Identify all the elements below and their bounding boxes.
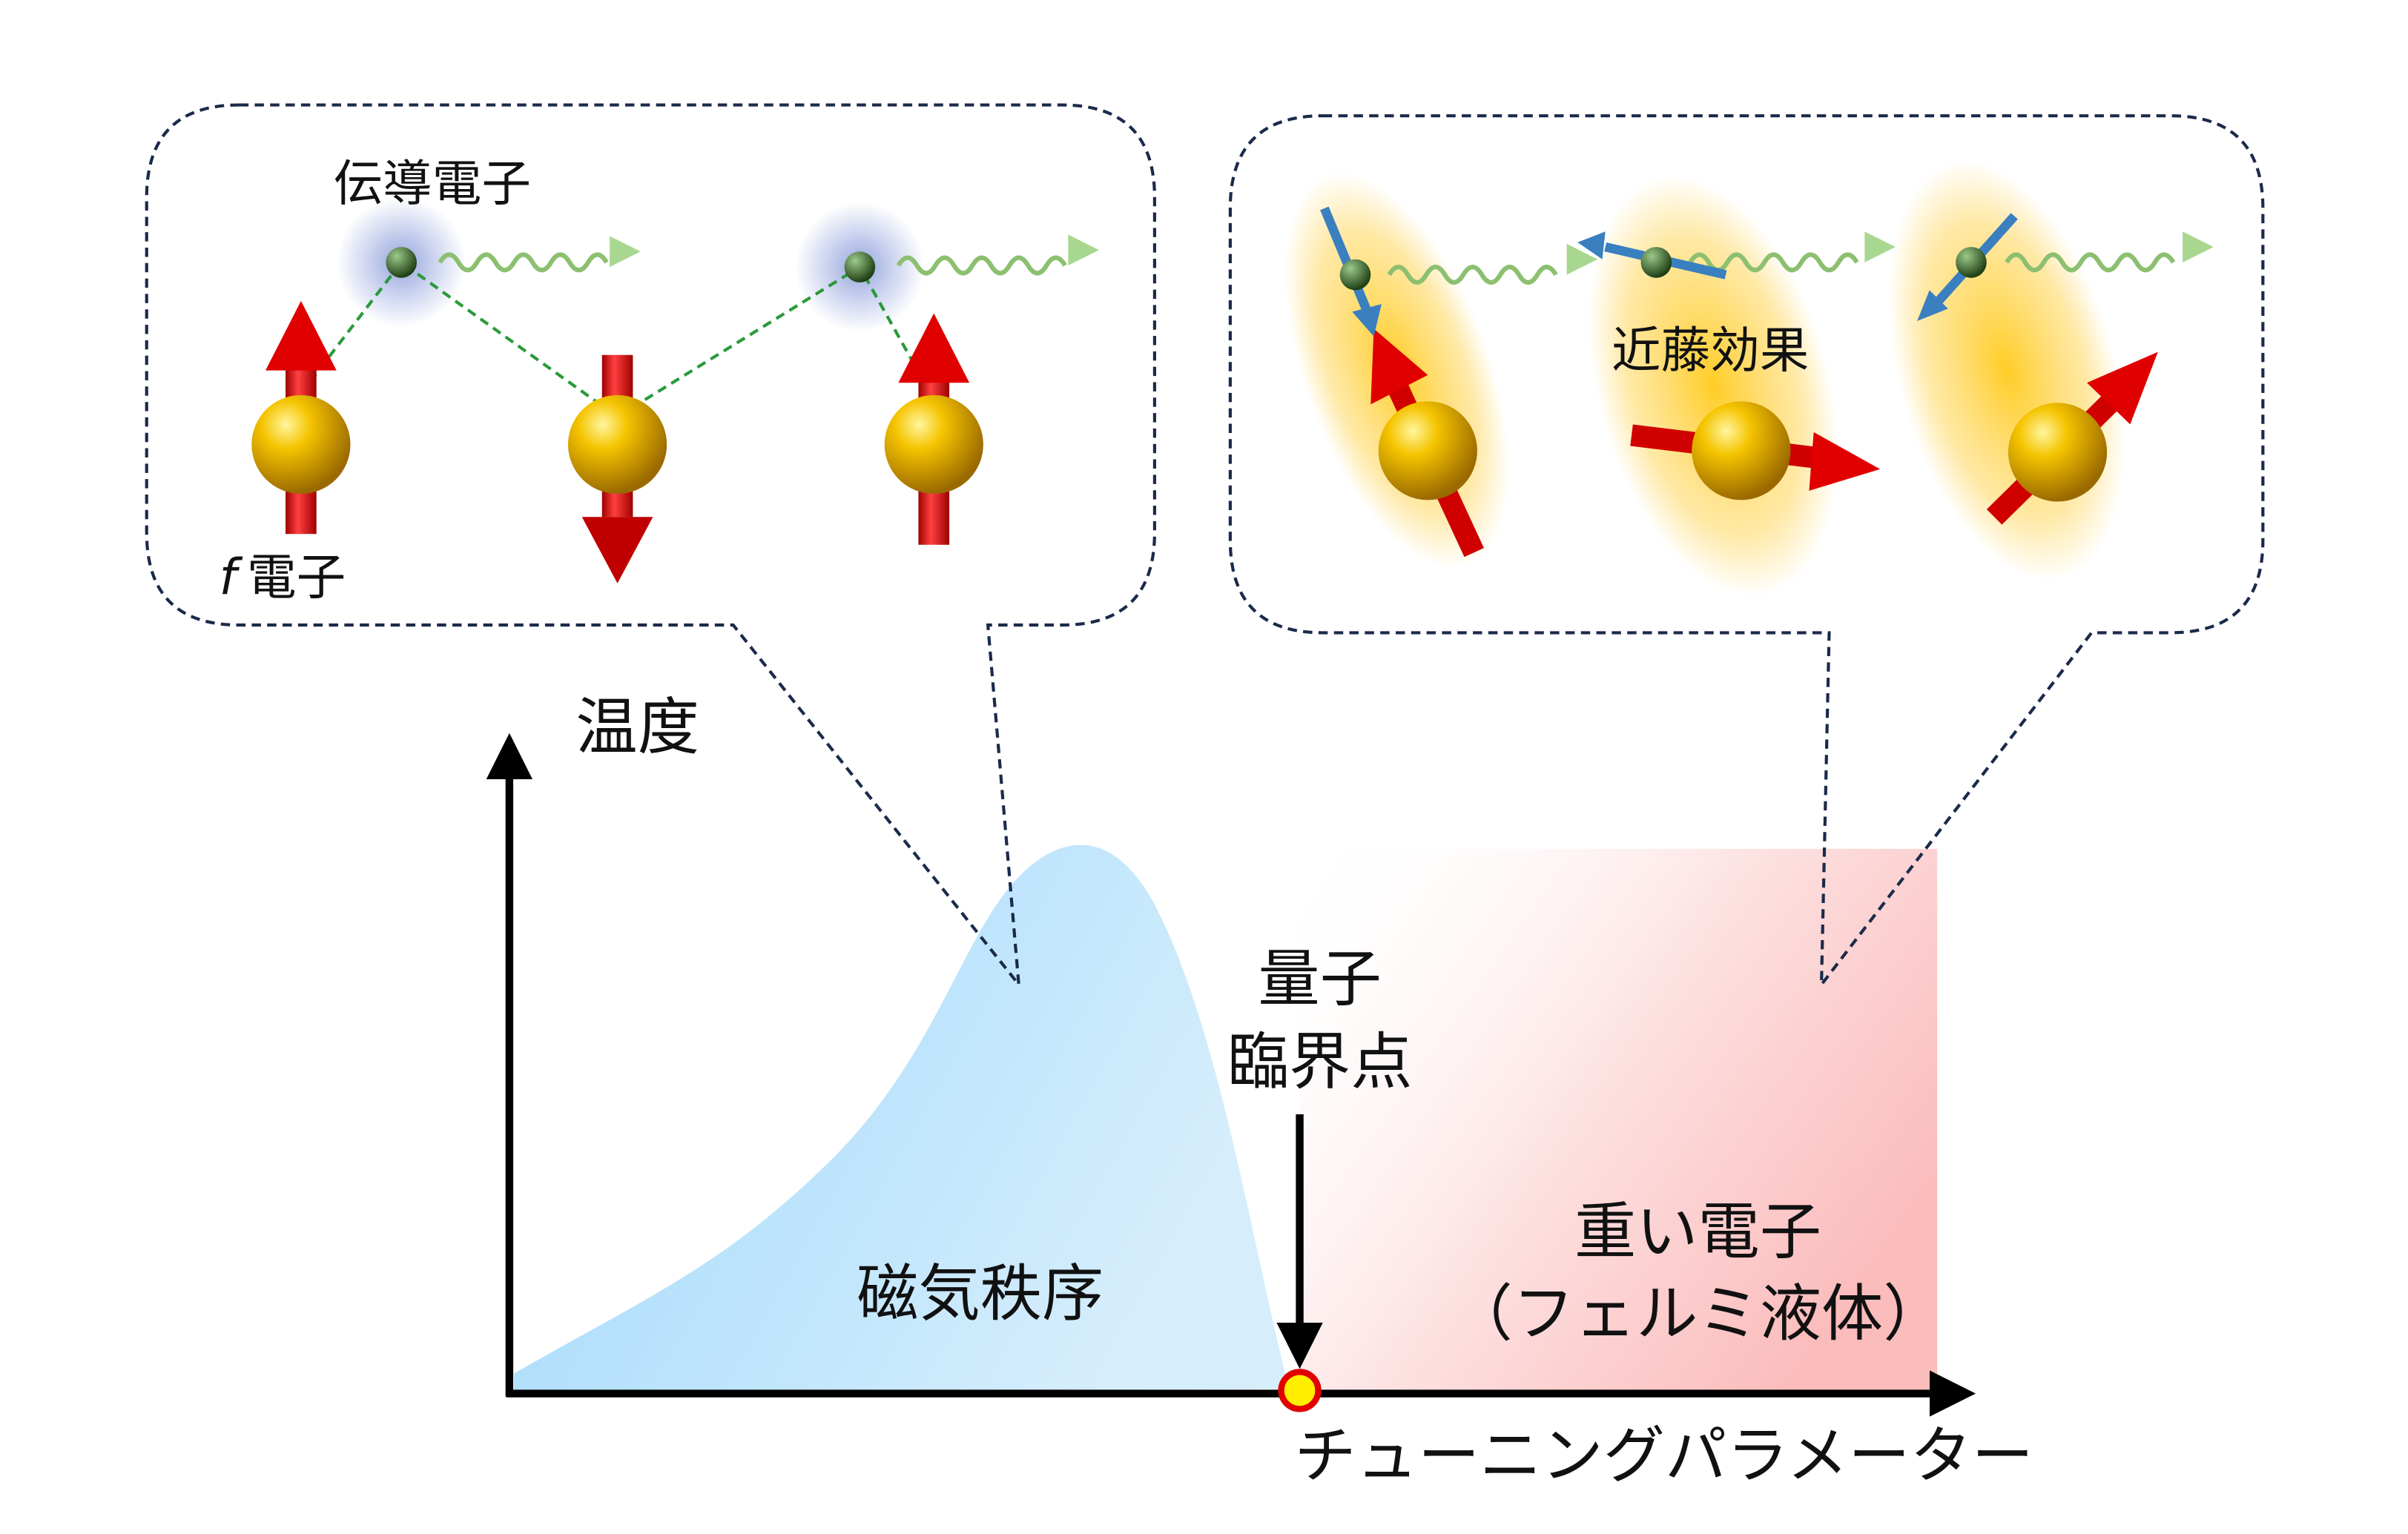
fermi-liquid-label: （フェルミ液体）: [1451, 1277, 1945, 1349]
heavy-electron-label: 重い電子: [1574, 1196, 1821, 1268]
quantum-critical-point: [1278, 1369, 1322, 1412]
right-bubble-illustration: [1284, 159, 2214, 597]
conduction-electron-label: 伝導電子: [334, 155, 531, 213]
left-speech-bubble: [145, 103, 1156, 990]
temperature-label: 温度: [575, 692, 699, 764]
f-electron-label-f: f: [220, 548, 243, 606]
right-speech-bubble: [1228, 114, 2265, 990]
left-bubble-illustration: [251, 197, 1099, 583]
kondo-effect-label: 近藤効果: [1612, 321, 1809, 379]
magnetic-order-dome: [514, 844, 1289, 1394]
qcp-label-line2: 臨界点: [1227, 1026, 1413, 1098]
heavy-fermion-region: [1299, 848, 1938, 1394]
f-electron-label: 電子: [247, 548, 346, 606]
qcp-label-line1: 量子: [1258, 943, 1382, 1015]
tuning-parameter-label: チューニングパラメーター: [1295, 1420, 2034, 1492]
magnetic-order-label: 磁気秩序: [857, 1257, 1104, 1329]
